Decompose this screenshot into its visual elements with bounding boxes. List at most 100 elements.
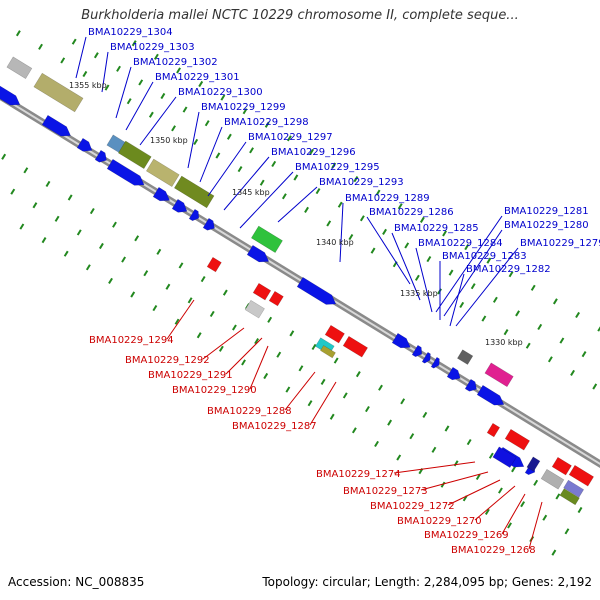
gene-features <box>0 56 594 506</box>
tick-mark <box>32 202 38 209</box>
tick-mark <box>38 43 43 50</box>
tick-mark <box>542 514 548 521</box>
gene-label-upper: BMA10229_1296 <box>271 147 356 158</box>
reverse-gene <box>252 282 272 301</box>
tick-mark <box>10 188 16 195</box>
gene-shape <box>106 158 145 186</box>
forward-gene <box>411 344 423 358</box>
gene-label-upper: BMA10229_1279 <box>520 238 600 249</box>
gene-label-upper: BMA10229_1300 <box>178 87 263 98</box>
tick-mark <box>414 274 420 281</box>
leader-line <box>225 337 263 375</box>
gene-shape <box>246 244 270 263</box>
leader-line <box>447 479 501 506</box>
reverse-gene <box>568 464 594 487</box>
leader-line <box>391 232 421 301</box>
gene-label-upper: BMA10229_1298 <box>224 117 309 128</box>
gene-label-upper: BMA10229_1285 <box>394 223 479 234</box>
reverse-gene <box>268 290 284 307</box>
scale-label: 1330 kbp <box>485 338 523 347</box>
forward-gene <box>0 84 21 106</box>
tick-mark <box>320 378 326 385</box>
forward-gene <box>171 198 188 213</box>
tick-mark <box>289 330 295 337</box>
scale-label: 1335 kbp <box>400 289 438 298</box>
gene-shape <box>188 208 200 222</box>
leader-line <box>443 229 503 317</box>
tick-mark <box>359 215 365 222</box>
gene-grey <box>540 468 565 490</box>
tick-mark <box>453 460 459 467</box>
tick-mark <box>409 433 415 440</box>
tick-mark <box>555 493 561 500</box>
forward-gene <box>188 208 200 222</box>
gene-label-upper: BMA10229_1281 <box>504 206 589 217</box>
tick-mark <box>148 111 154 118</box>
tick-mark <box>54 215 60 222</box>
gene-labels: BMA10229_1304BMA10229_1303BMA10229_1302B… <box>88 27 600 556</box>
tick-mark <box>241 359 246 366</box>
tick-mark <box>459 301 465 309</box>
tick-mark <box>264 121 270 128</box>
forward-gene <box>464 378 477 392</box>
tick-mark <box>378 384 383 391</box>
tick-mark <box>304 206 309 213</box>
tick-mark <box>104 84 110 91</box>
gene-shape <box>551 456 572 476</box>
leader-line <box>199 126 223 183</box>
tick-mark <box>267 316 273 323</box>
gene-shape <box>252 282 272 301</box>
tick-mark <box>67 194 73 201</box>
gene-label-upper: BMA10229_1301 <box>155 72 240 83</box>
gene-label-lower: BMA10229_1294 <box>89 335 174 346</box>
reverse-gene <box>206 256 222 273</box>
gene-darkgrey <box>457 349 474 365</box>
leader-line <box>239 171 294 229</box>
leader-line <box>309 381 337 426</box>
forward-gene <box>106 158 145 186</box>
tick-mark <box>276 351 282 358</box>
gene-olive <box>559 488 580 506</box>
tick-mark <box>333 357 339 364</box>
gene-shape <box>484 362 514 388</box>
tick-mark <box>85 264 91 271</box>
tick-mark <box>237 166 243 173</box>
tick-mark <box>121 256 127 263</box>
tick-mark <box>249 147 254 154</box>
accession-text: Accession: NC_008835 <box>8 575 145 589</box>
gene-shape <box>268 290 284 307</box>
chromosome-backbone <box>0 92 600 468</box>
gene-label-upper: BMA10229_1299 <box>201 102 286 113</box>
tick-mark <box>475 473 481 481</box>
gene-green <box>250 225 283 253</box>
gene-label-lower: BMA10229_1287 <box>232 421 317 432</box>
gene-shape <box>152 186 171 202</box>
tick-mark <box>462 495 468 502</box>
tick-mark <box>533 479 539 486</box>
leader-line <box>435 215 503 313</box>
tick-mark <box>365 405 370 413</box>
forward-gene <box>430 356 440 369</box>
reverse-gene <box>324 324 345 344</box>
tick-mark <box>63 250 69 257</box>
forward-gene <box>476 384 505 406</box>
gene-grey <box>6 56 33 79</box>
tick-mark <box>271 160 277 168</box>
leader-line <box>474 485 516 521</box>
tick-mark <box>307 400 313 407</box>
leader-line <box>75 36 87 79</box>
tick-mark <box>19 223 25 230</box>
leader-line <box>449 273 465 327</box>
tick-mark <box>466 438 472 446</box>
gene-shape <box>446 366 461 381</box>
tick-mark <box>218 345 224 352</box>
tick-mark <box>152 304 158 312</box>
tick-mark <box>488 452 494 459</box>
gene-label-lower: BMA10229_1288 <box>207 406 292 417</box>
tick-mark <box>511 466 516 473</box>
leader-line <box>166 299 195 340</box>
reverse-gene <box>342 335 368 358</box>
tick-mark <box>592 383 598 390</box>
gene-khaki <box>33 72 84 113</box>
